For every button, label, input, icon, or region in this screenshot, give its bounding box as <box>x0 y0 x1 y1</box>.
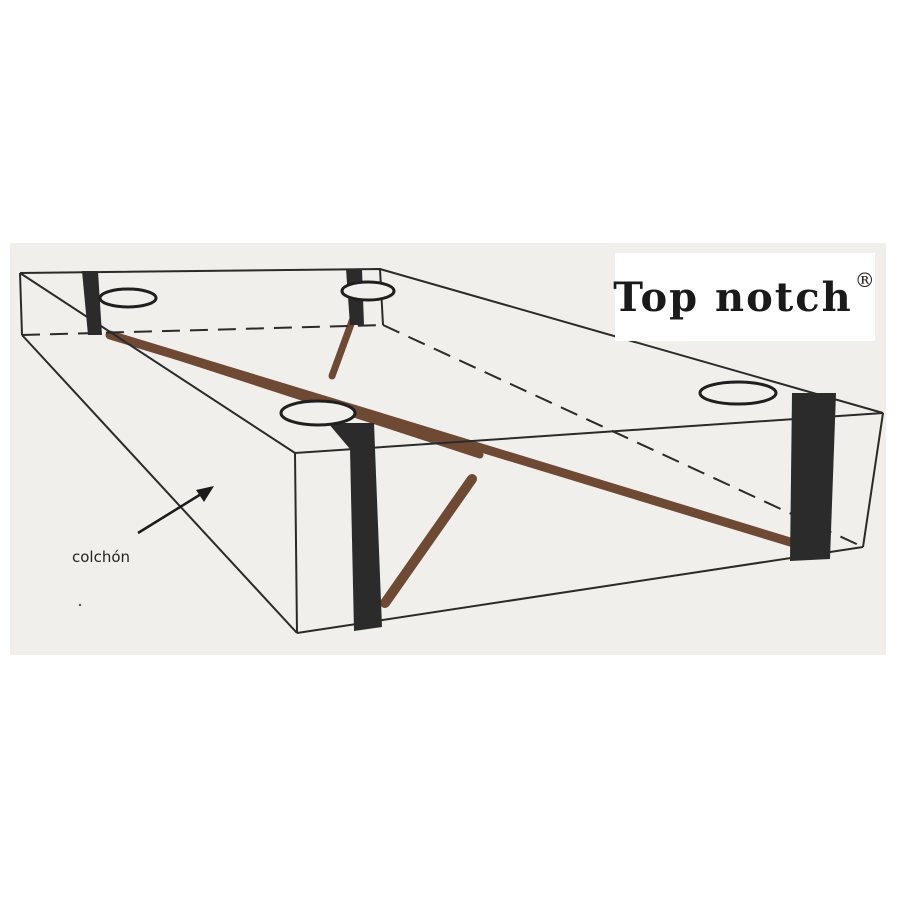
loop-front-left <box>279 399 357 427</box>
registered-mark: ® <box>854 267 877 292</box>
mattress-label: colchón <box>72 548 131 566</box>
strap-front-right <box>790 393 836 561</box>
brand-name: Top notch <box>613 273 853 321</box>
loop-front-right <box>698 380 778 406</box>
speck <box>78 603 82 607</box>
corner-straps <box>82 269 836 631</box>
front-bottom-edge-left <box>21 334 298 634</box>
strap-back-left-to-center <box>126 337 484 459</box>
hidden-edges <box>21 324 864 548</box>
mattress-strap-illustration <box>19 267 884 634</box>
strap-front-center-diagonal <box>380 474 477 608</box>
cross-straps <box>105 301 815 608</box>
mattress-outline <box>19 267 884 634</box>
left-front-vertical <box>19 272 23 336</box>
brand-logo: Top notch® <box>613 268 876 321</box>
diagram-panel: Top notch® colchón <box>10 243 886 655</box>
brand-box: Top notch® <box>613 253 876 341</box>
arrow-head-icon <box>196 486 214 502</box>
front-bottom-edge-right <box>296 546 864 634</box>
front-left-corner-vertical <box>294 452 298 634</box>
strap-back-left <box>82 271 102 335</box>
strap-front-left <box>328 423 382 631</box>
strap-loops <box>98 280 778 427</box>
loop-back-left <box>98 287 158 309</box>
callout-arrow <box>137 486 214 535</box>
hidden-back-left <box>21 324 384 336</box>
right-corner-vertical <box>862 412 884 548</box>
hidden-back-right <box>382 324 864 548</box>
loop-back-right <box>340 280 396 302</box>
